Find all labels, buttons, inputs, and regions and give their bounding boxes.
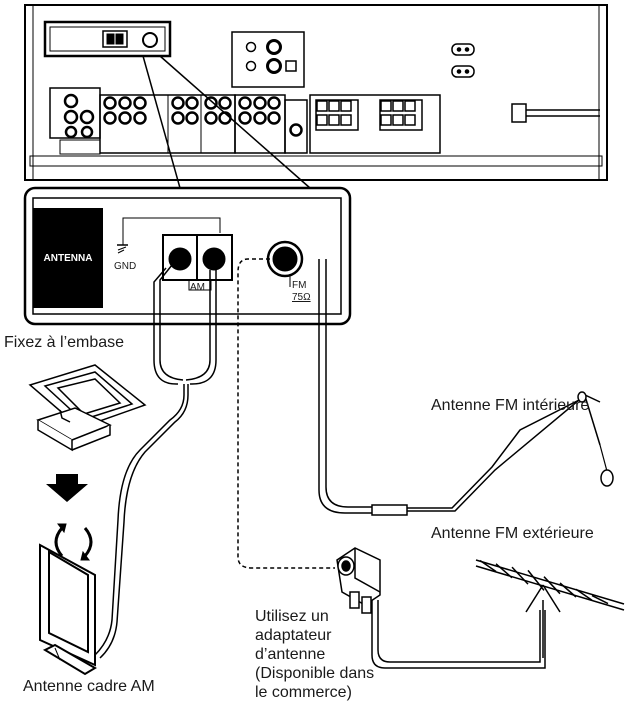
- speaker-terminal: [328, 100, 340, 112]
- rca-jack: [103, 96, 117, 110]
- am-loop-label: Antenne cadre AM: [23, 678, 155, 695]
- am-loop-antenna-bottom: [39, 543, 97, 676]
- gnd-label: GND: [114, 261, 137, 272]
- fm-impedance-label: 75Ω: [292, 292, 311, 303]
- rotate-icon: [54, 523, 93, 561]
- rca-jack: [103, 111, 117, 125]
- rca-jack: [133, 96, 147, 110]
- rca-jack: [267, 96, 281, 110]
- rca-jack: [238, 111, 252, 125]
- fix-base-label: Fixez à l’embase: [4, 334, 125, 351]
- speaker-terminals: [316, 100, 416, 126]
- speaker-terminal: [404, 100, 416, 112]
- arrow-down-icon: [46, 474, 88, 502]
- rca-jack: [218, 111, 232, 125]
- fm-outdoor-cable: [237, 258, 335, 569]
- fm-terminal-label: FM: [292, 280, 307, 291]
- rca-jack: [185, 111, 199, 125]
- rca-jack: [204, 96, 218, 110]
- fm-outdoor-antenna: [475, 559, 625, 658]
- fm-indoor-cable: [318, 259, 614, 516]
- fm-outdoor-label: Antenne FM extérieure: [431, 525, 594, 542]
- receiver-rear-panel: [24, 4, 608, 189]
- speaker-terminal: [340, 100, 352, 112]
- rca-jack: [118, 111, 132, 125]
- adapter-label-line-1: Utilisez un: [255, 608, 329, 625]
- antenna-element: [511, 566, 529, 585]
- speaker-terminal: [392, 100, 404, 112]
- antenna-element: [591, 594, 609, 605]
- rca-jack: [253, 111, 267, 125]
- rca-jack: [171, 111, 185, 125]
- rca-jack: [118, 96, 132, 110]
- antenna-element: [575, 588, 593, 601]
- am-terminal-label: AM: [190, 282, 205, 293]
- fm-indoor-label: Antenne FM intérieure: [431, 397, 590, 414]
- antenna-element: [559, 582, 577, 598]
- speaker-terminal: [392, 114, 404, 126]
- speaker-terminal: [404, 114, 416, 126]
- antenna-adapter: [336, 547, 546, 669]
- rca-jack: [218, 96, 232, 110]
- speaker-terminal: [316, 100, 328, 112]
- rca-jack: [185, 96, 199, 110]
- rca-jack: [238, 96, 252, 110]
- am-wires: [94, 264, 217, 659]
- antenna-element: [543, 576, 561, 595]
- antenna-terminal-panel: [23, 186, 352, 326]
- rca-jack: [204, 111, 218, 125]
- rca-jacks: [103, 96, 281, 125]
- speaker-terminal: [380, 114, 392, 126]
- speaker-terminal: [316, 114, 328, 126]
- adapter-label-line-2: adaptateur: [255, 627, 332, 644]
- antenna-panel-tag: ANTENNA: [33, 208, 103, 308]
- am-loop-antenna-top: [28, 364, 147, 452]
- rca-jack: [171, 96, 185, 110]
- rca-jack: [253, 96, 267, 110]
- adapter-label-line-4: (Disponible dans: [255, 665, 375, 682]
- adapter-label-line-3: d’antenne: [255, 646, 326, 663]
- speaker-terminal: [328, 114, 340, 126]
- antenna-element: [479, 559, 497, 573]
- adapter-label-line-5: le commerce): [255, 684, 352, 701]
- rca-jack: [133, 111, 147, 125]
- speaker-terminal: [340, 114, 352, 126]
- speaker-terminal: [380, 100, 392, 112]
- rca-jack: [267, 111, 281, 125]
- antenna-element: [495, 563, 513, 579]
